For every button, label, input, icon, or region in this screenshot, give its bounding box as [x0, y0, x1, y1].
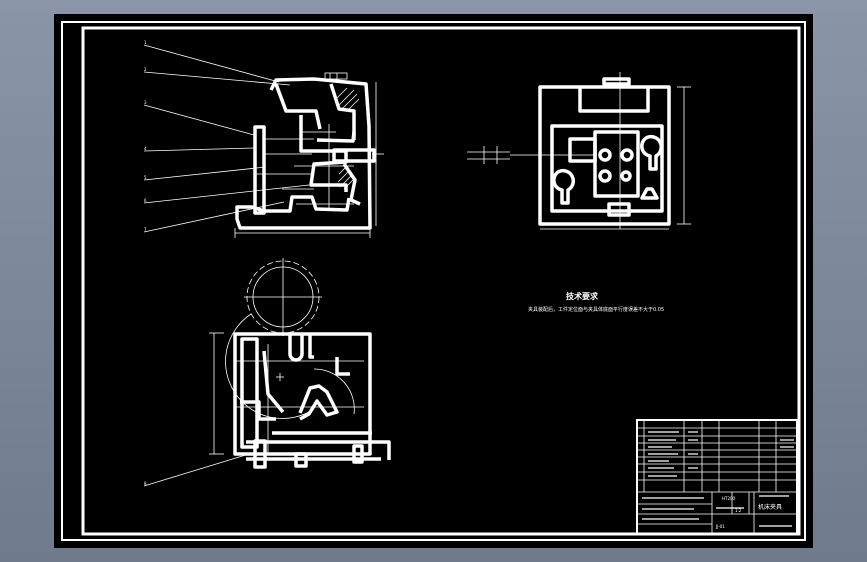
tech-requirements-title: 技术要求 — [566, 291, 599, 301]
front-section-view[interactable]: 1 2 3 4 5 6 7 — [143, 40, 384, 238]
side-view[interactable] — [467, 72, 691, 230]
inner-frame — [81, 26, 801, 536]
drawing-number: JJ-01 — [715, 524, 725, 529]
tech-requirements-text: 夹具装配后，工件定位面与夹具体底面平行度误差不大于0.05 — [528, 306, 664, 313]
svg-text:1: 1 — [144, 40, 147, 45]
svg-text:5: 5 — [144, 175, 147, 180]
cad-drawing-canvas[interactable]: 1 2 3 4 5 6 7 — [54, 14, 813, 548]
title-block[interactable]: 机床夹具 HT200 1:2 JJ-01 — [636, 419, 798, 535]
drawing-sheet: 1 2 3 4 5 6 7 — [61, 21, 806, 541]
technical-requirements: 技术要求 夹具装配后，工件定位面与夹具体底面平行度误差不大于0.05 — [528, 291, 664, 313]
part-name: 机床夹具 — [758, 503, 782, 511]
svg-text:2: 2 — [144, 67, 147, 72]
svg-text:6: 6 — [144, 198, 147, 203]
material: HT200 — [722, 496, 736, 501]
svg-text:7: 7 — [144, 227, 147, 232]
top-view[interactable]: 8 — [143, 258, 391, 487]
svg-text:8: 8 — [144, 481, 147, 486]
scale: 1:2 — [735, 508, 742, 513]
outer-border — [61, 21, 806, 541]
svg-text:3: 3 — [144, 100, 147, 105]
svg-text:4: 4 — [144, 146, 147, 151]
